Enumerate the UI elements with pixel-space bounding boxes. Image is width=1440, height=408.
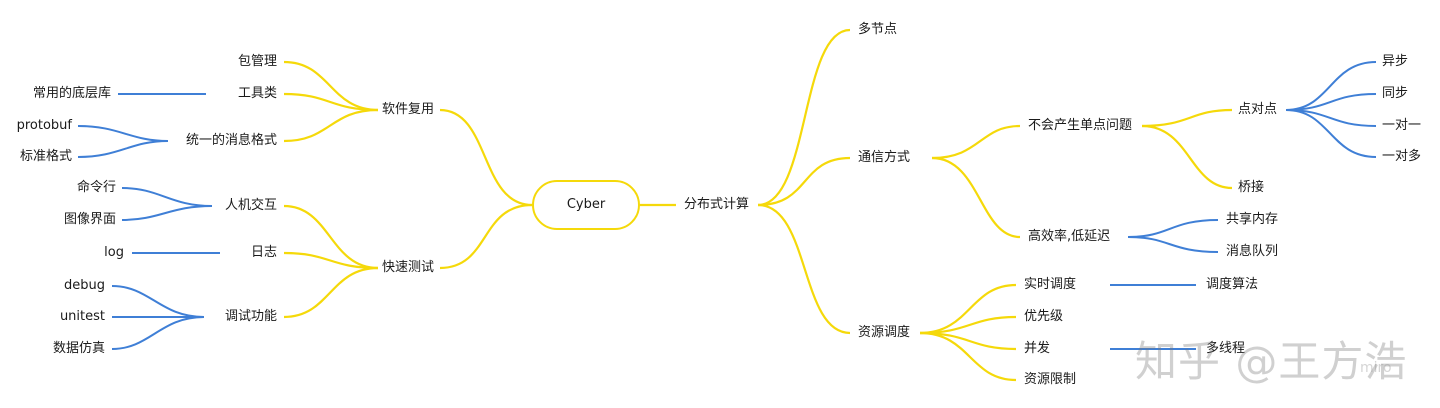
node-bridge[interactable]: 桥接: [1238, 180, 1265, 195]
leaf-async[interactable]: 异步: [1382, 54, 1409, 69]
node-debug-feature[interactable]: 调试功能: [224, 309, 277, 324]
leaf-sched-algorithm[interactable]: 调度算法: [1206, 277, 1259, 292]
node-tool-class[interactable]: 工具类: [237, 86, 277, 101]
node-distributed-compute[interactable]: 分布式计算: [684, 197, 750, 212]
node-resource-limit[interactable]: 资源限制: [1024, 372, 1077, 387]
leaf-multithread[interactable]: 多线程: [1206, 341, 1246, 356]
leaf-cli[interactable]: 命令行: [76, 180, 116, 195]
leaf-unitest[interactable]: unitest: [59, 309, 105, 324]
leaf-data-sim[interactable]: 数据仿真: [52, 341, 105, 356]
leaf-log[interactable]: log: [104, 245, 124, 260]
connector-root-test: [439, 203, 533, 270]
node-log[interactable]: 日志: [250, 245, 277, 260]
node-p2p[interactable]: 点对点: [1238, 102, 1278, 117]
node-hci[interactable]: 人机交互: [224, 198, 277, 213]
node-priority[interactable]: 优先级: [1024, 309, 1064, 324]
node-concurrency[interactable]: 并发: [1024, 341, 1051, 356]
node-software-reuse[interactable]: 软件复用: [382, 102, 435, 117]
node-package-mgmt[interactable]: 包管理: [237, 54, 277, 69]
watermark: 知乎 @王方浩: [1135, 337, 1408, 386]
node-no-spof[interactable]: 不会产生单点问题: [1028, 118, 1133, 133]
miro-logo: miro: [1360, 360, 1392, 376]
node-quick-test[interactable]: 快速测试: [382, 260, 435, 275]
leaf-one-to-one[interactable]: 一对一: [1382, 118, 1422, 133]
leaf-debug[interactable]: debug: [64, 278, 105, 293]
leaf-shared-memory[interactable]: 共享内存: [1226, 212, 1279, 227]
leaf-sync[interactable]: 同步: [1382, 86, 1409, 101]
node-multi-node[interactable]: 多节点: [858, 22, 898, 37]
root-label: Cyber: [566, 197, 606, 212]
leaf-base-lib[interactable]: 常用的底层库: [32, 86, 111, 101]
node-low-latency[interactable]: 高效率,低延迟: [1028, 229, 1111, 244]
node-unified-msg[interactable]: 统一的消息格式: [185, 133, 277, 148]
node-resource-sched[interactable]: 资源调度: [858, 325, 911, 340]
node-comm-method[interactable]: 通信方式: [858, 150, 911, 165]
leaf-one-to-many[interactable]: 一对多: [1382, 149, 1422, 164]
leaf-standard-format[interactable]: 标准格式: [19, 149, 72, 164]
leaf-protobuf[interactable]: protobuf: [16, 118, 72, 133]
connector-root-reuse: [439, 108, 533, 207]
leaf-gui[interactable]: 图像界面: [63, 212, 116, 227]
node-realtime-sched[interactable]: 实时调度: [1024, 277, 1077, 292]
leaf-message-queue[interactable]: 消息队列: [1226, 244, 1279, 259]
root-node[interactable]: [532, 180, 640, 230]
